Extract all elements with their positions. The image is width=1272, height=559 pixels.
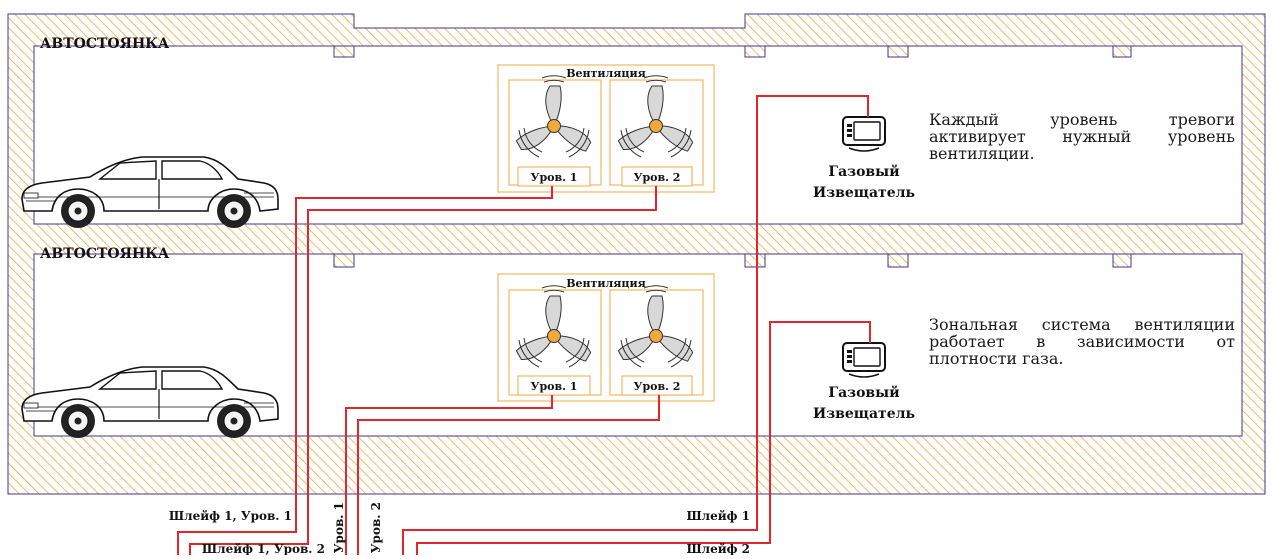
detector-1-label-line2: Извещатель (813, 185, 915, 201)
gas-detector-icon (842, 116, 886, 152)
wire-label-level2: Уров. 2 (369, 502, 383, 553)
car-icon (21, 156, 279, 229)
car-icon (21, 366, 279, 439)
wire-label-level1: Уров. 1 (332, 502, 346, 553)
building-walls (7, 13, 1266, 495)
ventilation-unit-floor-2: Вентиляция Уров. 1 Уров. 2 (497, 273, 715, 402)
ventilation-label: Вентиляция (566, 67, 646, 80)
description-floor-1: Каждый уровень тревоги активирует нужный… (929, 110, 1235, 163)
wiring (177, 95, 871, 555)
floor-2-title: АВТОСТОЯНКА (40, 246, 170, 262)
detector-2-label-line2: Извещатель (813, 406, 915, 422)
detector-1-label-line1: Газовый (828, 163, 899, 180)
floor-1-title: АВТОСТОЯНКА (40, 36, 170, 52)
fan-level-1-label: Уров. 1 (531, 171, 578, 184)
fan-level-2-label: Уров. 2 (634, 380, 681, 393)
ventilation-unit-floor-1: Вентиляция Уров. 1 Уров. 2 (497, 64, 715, 193)
wire-label-loop1-level2: Шлейф 1, Уров. 2 (202, 542, 325, 555)
description-floor-2: Зональная система вентиляции работает в … (929, 315, 1235, 368)
wire-label-loop1: Шлейф 1 (686, 509, 750, 523)
detector-2-label-line1: Газовый (828, 384, 899, 401)
ventilation-label: Вентиляция (566, 277, 646, 290)
wire-label-loop2: Шлейф 2 (686, 542, 750, 555)
wire-label-loop1-level1: Шлейф 1, Уров. 1 (169, 509, 292, 523)
fan-level-2-label: Уров. 2 (634, 171, 681, 184)
gas-detector-icon (842, 342, 886, 378)
fan-level-1-label: Уров. 1 (531, 380, 578, 393)
